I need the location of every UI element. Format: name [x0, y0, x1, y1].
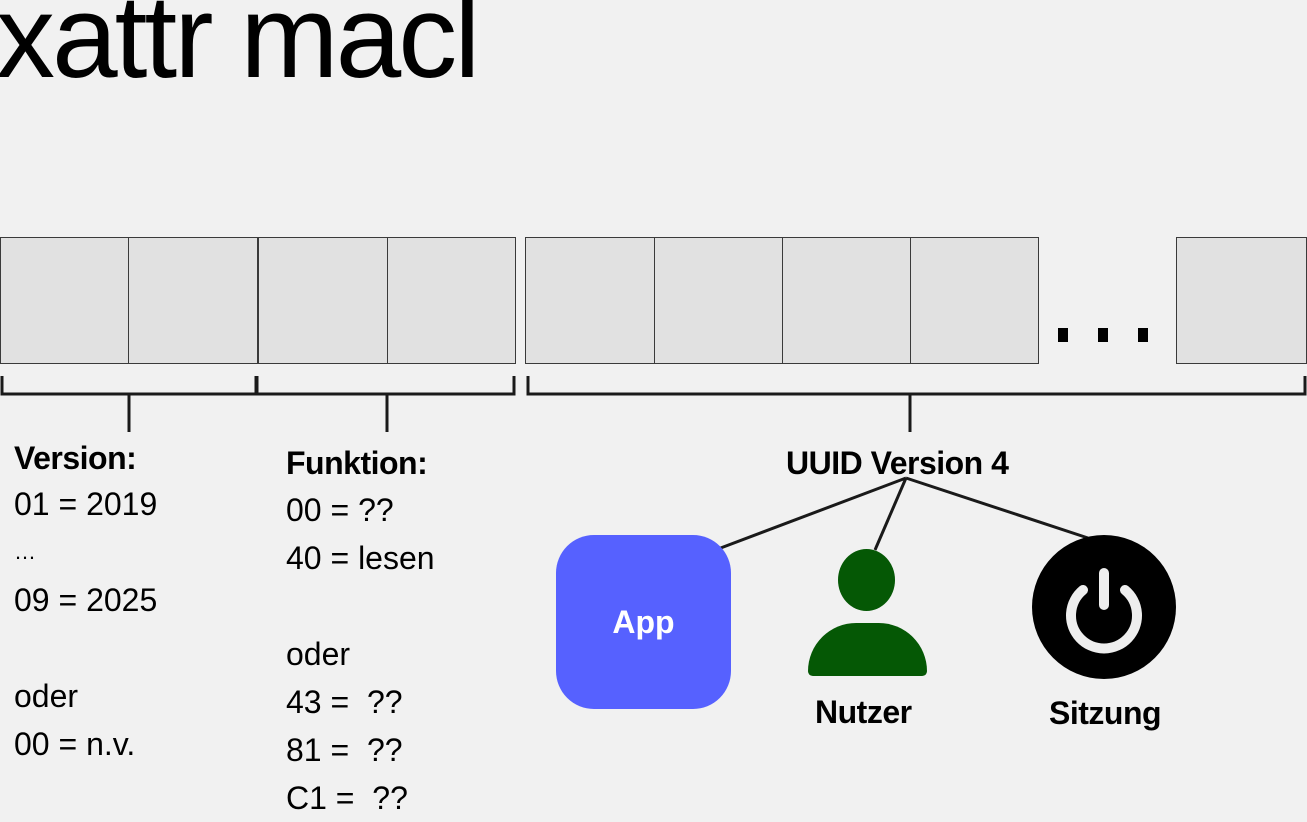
- function-line: C1 = ??: [286, 780, 408, 816]
- page-title: xattr macl: [0, 0, 480, 103]
- uuid-to-session-line: [905, 476, 1089, 540]
- function-line: 43 = ??: [286, 684, 403, 720]
- uuid-to-app-line: [717, 476, 907, 551]
- ellipsis-dot: [1098, 328, 1108, 342]
- version-line: [14, 624, 157, 672]
- byte-box-uuid-last: [1176, 237, 1307, 364]
- bracket-function: [255, 376, 516, 396]
- byte-box-function-2: [387, 237, 516, 364]
- byte-box-uuid-2: [654, 237, 783, 364]
- version-line: 01 = 2019: [14, 486, 158, 522]
- function-lines: 00 = ?? 40 = lesen oder 43 = ?? 81 = ?? …: [286, 486, 435, 822]
- user-head: [838, 549, 895, 611]
- app-label: App: [612, 603, 675, 640]
- function-line: 81 = ??: [286, 732, 403, 768]
- user-body: [808, 623, 927, 676]
- function-line: 40 = lesen: [286, 540, 435, 576]
- session-label: Sitzung: [1049, 695, 1162, 731]
- version-line: 09 = 2025: [14, 582, 158, 618]
- byte-box-uuid-4: [910, 237, 1039, 364]
- version-line: 00 = n.v.: [14, 726, 136, 762]
- byte-box-version-1: [0, 237, 129, 364]
- ellipsis-dot: [1058, 328, 1068, 342]
- version-line: …: [14, 539, 36, 564]
- byte-box-uuid-3: [782, 237, 912, 364]
- power-icon: [1032, 535, 1176, 679]
- app-icon: App: [556, 535, 731, 709]
- ellipsis-dot: [1138, 328, 1148, 342]
- version-heading: Version:: [14, 440, 137, 476]
- function-line: [286, 582, 435, 630]
- bracket-uuid: [526, 376, 1307, 396]
- function-line: oder: [286, 636, 351, 672]
- function-line: 00 = ??: [286, 492, 394, 528]
- byte-box-uuid-1: [525, 237, 655, 364]
- user-label: Nutzer: [815, 694, 912, 730]
- bracket-version: [0, 376, 258, 396]
- byte-box-version-2: [128, 237, 258, 364]
- byte-box-function-1: [258, 237, 388, 364]
- uuid-heading: UUID Version 4: [786, 445, 1009, 481]
- uuid-to-user-line: [873, 477, 908, 551]
- function-heading: Funktion:: [286, 445, 428, 481]
- version-line: oder: [14, 678, 79, 714]
- version-lines: 01 = 2019 … 09 = 2025 oder 00 = n.v.: [14, 480, 157, 768]
